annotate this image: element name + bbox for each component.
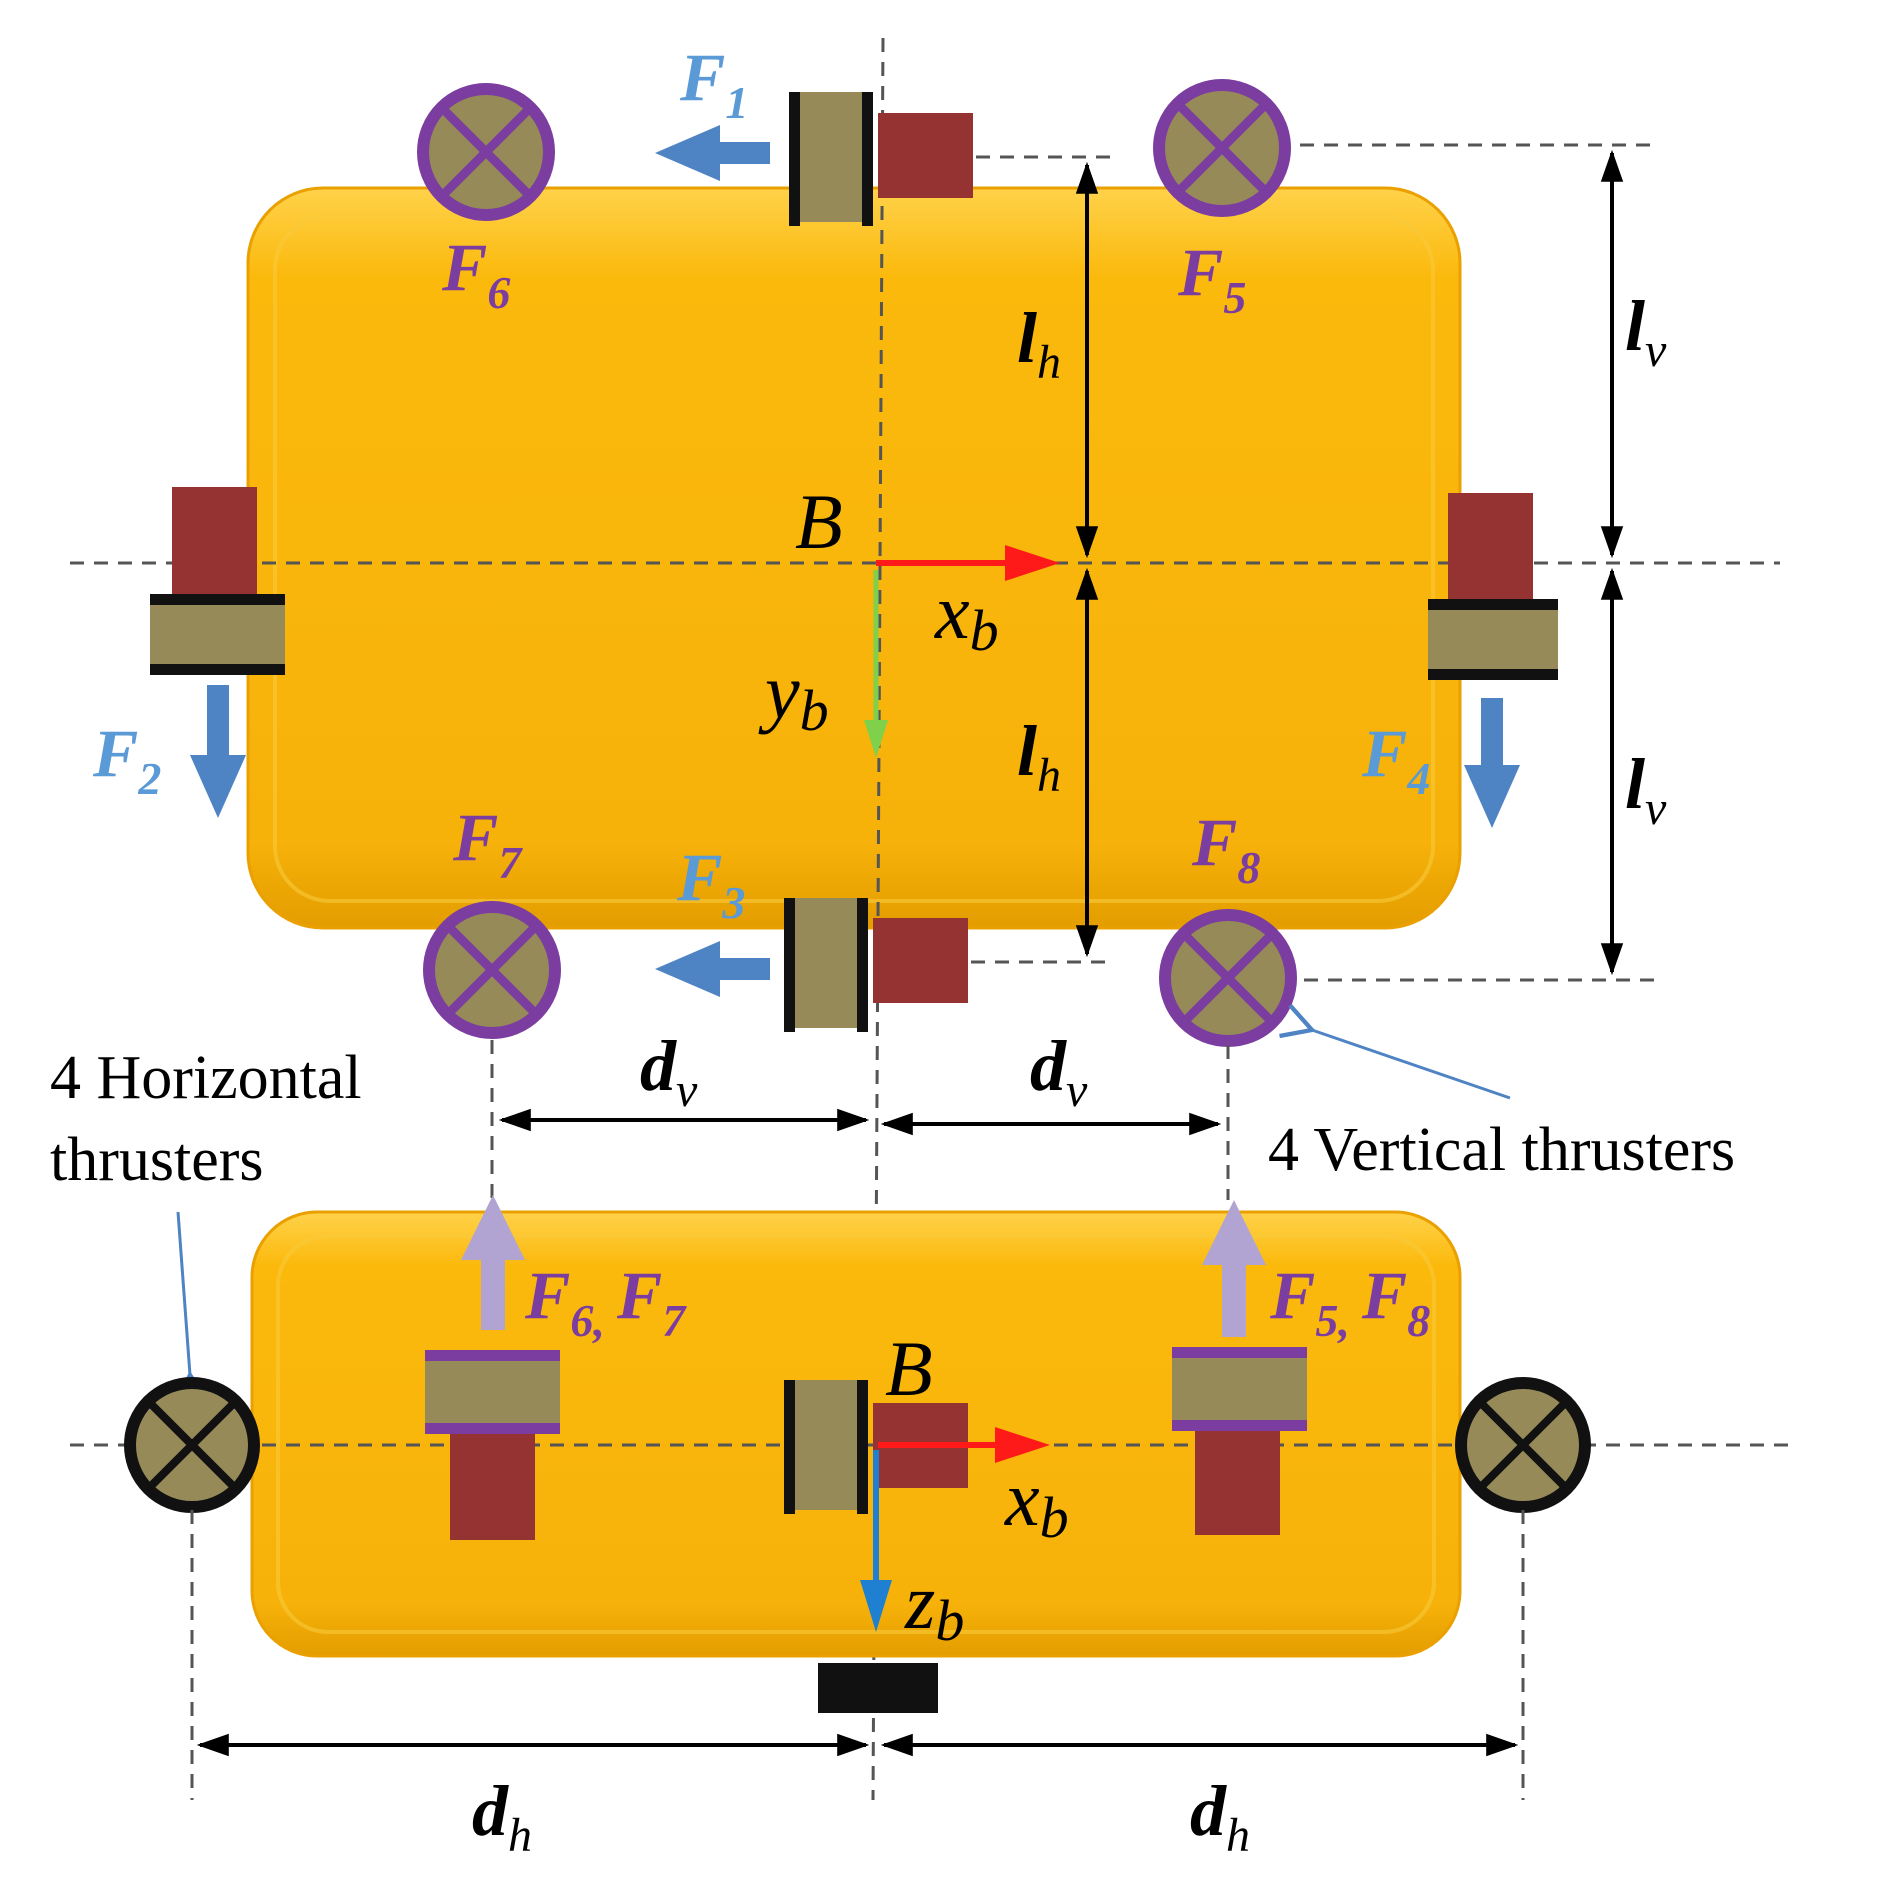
vertical-thruster-f8	[1159, 909, 1297, 1047]
top-origin-label: B	[795, 478, 843, 565]
force-label-f6: F6	[441, 229, 510, 318]
dv-label-left: dv	[640, 1026, 698, 1117]
annotations: 4 Horizontal thrusters 4 Vertical thrust…	[50, 1030, 1735, 1375]
lv-label-bottom: lv	[1625, 744, 1667, 835]
lv-label-top: lv	[1625, 286, 1667, 377]
force-label-f1: F1	[679, 39, 748, 128]
force-label-f8: F8	[1191, 804, 1260, 893]
force-arrow-f2	[190, 685, 246, 818]
horizontal-thrusters-label-line1: 4 Horizontal	[50, 1044, 362, 1112]
force-arrow-f3	[655, 941, 770, 997]
force-arrow-f5-f8	[1202, 1200, 1266, 1337]
force-label-f2: F2	[92, 715, 161, 804]
side-horizontal-thruster-left	[124, 1377, 260, 1513]
top-y-axis-label: yb	[758, 648, 829, 743]
bottom-block	[818, 1663, 938, 1713]
horizontal-thruster-f3	[784, 898, 968, 1032]
force-label-f7: F7	[452, 799, 523, 888]
side-x-axis-label: xb	[1004, 1455, 1069, 1550]
side-vertical-thruster-left	[425, 1350, 560, 1540]
dv-label-right: dv	[1030, 1026, 1088, 1117]
lh-label-top: lh	[1017, 298, 1061, 389]
side-vertical-thruster-right	[1172, 1347, 1307, 1535]
force-arrow-f6-f7	[461, 1195, 525, 1330]
vertical-thruster-f5	[1153, 79, 1291, 217]
horizontal-thrusters-pointer	[178, 1211, 190, 1375]
force-label-f5-f8: F5,F8	[1269, 1257, 1430, 1346]
top-view-hull	[246, 186, 1462, 930]
dh-label-right: dh	[1190, 1771, 1250, 1862]
force-label-f4: F4	[1361, 715, 1430, 804]
horizontal-thruster-f4	[1428, 493, 1558, 680]
force-label-f5: F5	[1177, 234, 1246, 323]
side-horizontal-thruster-right	[1455, 1377, 1591, 1513]
top-x-axis-label: xb	[934, 568, 999, 663]
vertical-thruster-f7	[423, 901, 561, 1039]
lh-label-bottom: lh	[1017, 711, 1061, 802]
force-label-f3: F3	[676, 839, 745, 928]
side-origin-label: B	[885, 1325, 933, 1412]
vertical-thruster-f6	[417, 83, 555, 221]
force-label-f6-f7: F6,F7	[524, 1257, 687, 1346]
vertical-thrusters-pointer	[1312, 1030, 1511, 1100]
dh-label-left: dh	[472, 1771, 532, 1862]
force-arrow-f1	[655, 125, 770, 181]
horizontal-thrusters-label-line2: thrusters	[50, 1126, 264, 1194]
horizontal-thruster-f2	[150, 487, 285, 675]
side-view: B xb zb F6,F7 F5,F8 dh dh	[70, 1195, 1790, 1862]
force-arrow-f4	[1464, 698, 1520, 828]
horizontal-thruster-f1	[789, 92, 973, 226]
side-z-axis-label: zb	[904, 1558, 964, 1653]
vertical-thrusters-label: 4 Vertical thrusters	[1268, 1116, 1735, 1184]
